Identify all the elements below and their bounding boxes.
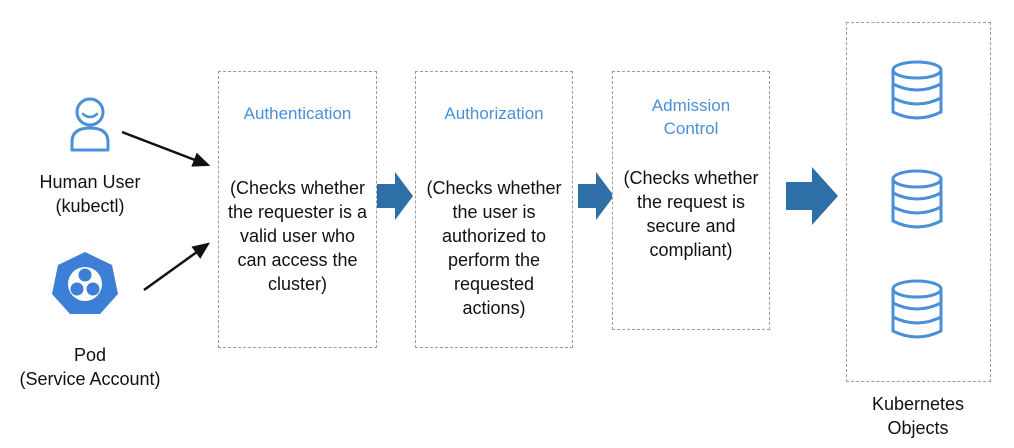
stage-title: Authorization xyxy=(444,104,544,123)
stage-description: (Checks whether the request is secure an… xyxy=(623,168,759,260)
admission-control-stage: Admission Control (Checks whether the re… xyxy=(612,71,770,330)
kubernetes-objects-panel xyxy=(846,22,991,382)
human-user-label: Human User (kubectl) xyxy=(39,172,141,216)
stage-description: (Checks whether the user is authorized t… xyxy=(426,178,562,318)
authentication-stage: Authentication (Checks whether the reque… xyxy=(218,71,377,348)
flow-arrow xyxy=(578,172,614,220)
kubernetes-objects-label: Kubernetes Objects xyxy=(871,394,965,438)
stage-title: Admission Control xyxy=(651,96,731,138)
pod-label: Pod (Service Account) xyxy=(19,345,161,389)
database-icon xyxy=(891,169,943,229)
stage-description: (Checks whether the requester is a valid… xyxy=(227,178,368,294)
database-icon xyxy=(891,279,943,339)
pod-icon xyxy=(52,252,118,314)
flow-arrow xyxy=(377,172,413,220)
user-icon xyxy=(70,97,110,152)
authorization-stage: Authorization (Checks whether the user i… xyxy=(415,71,573,348)
flow-arrow xyxy=(786,167,838,225)
stage-title: Authentication xyxy=(243,104,352,123)
database-icon xyxy=(891,60,943,120)
